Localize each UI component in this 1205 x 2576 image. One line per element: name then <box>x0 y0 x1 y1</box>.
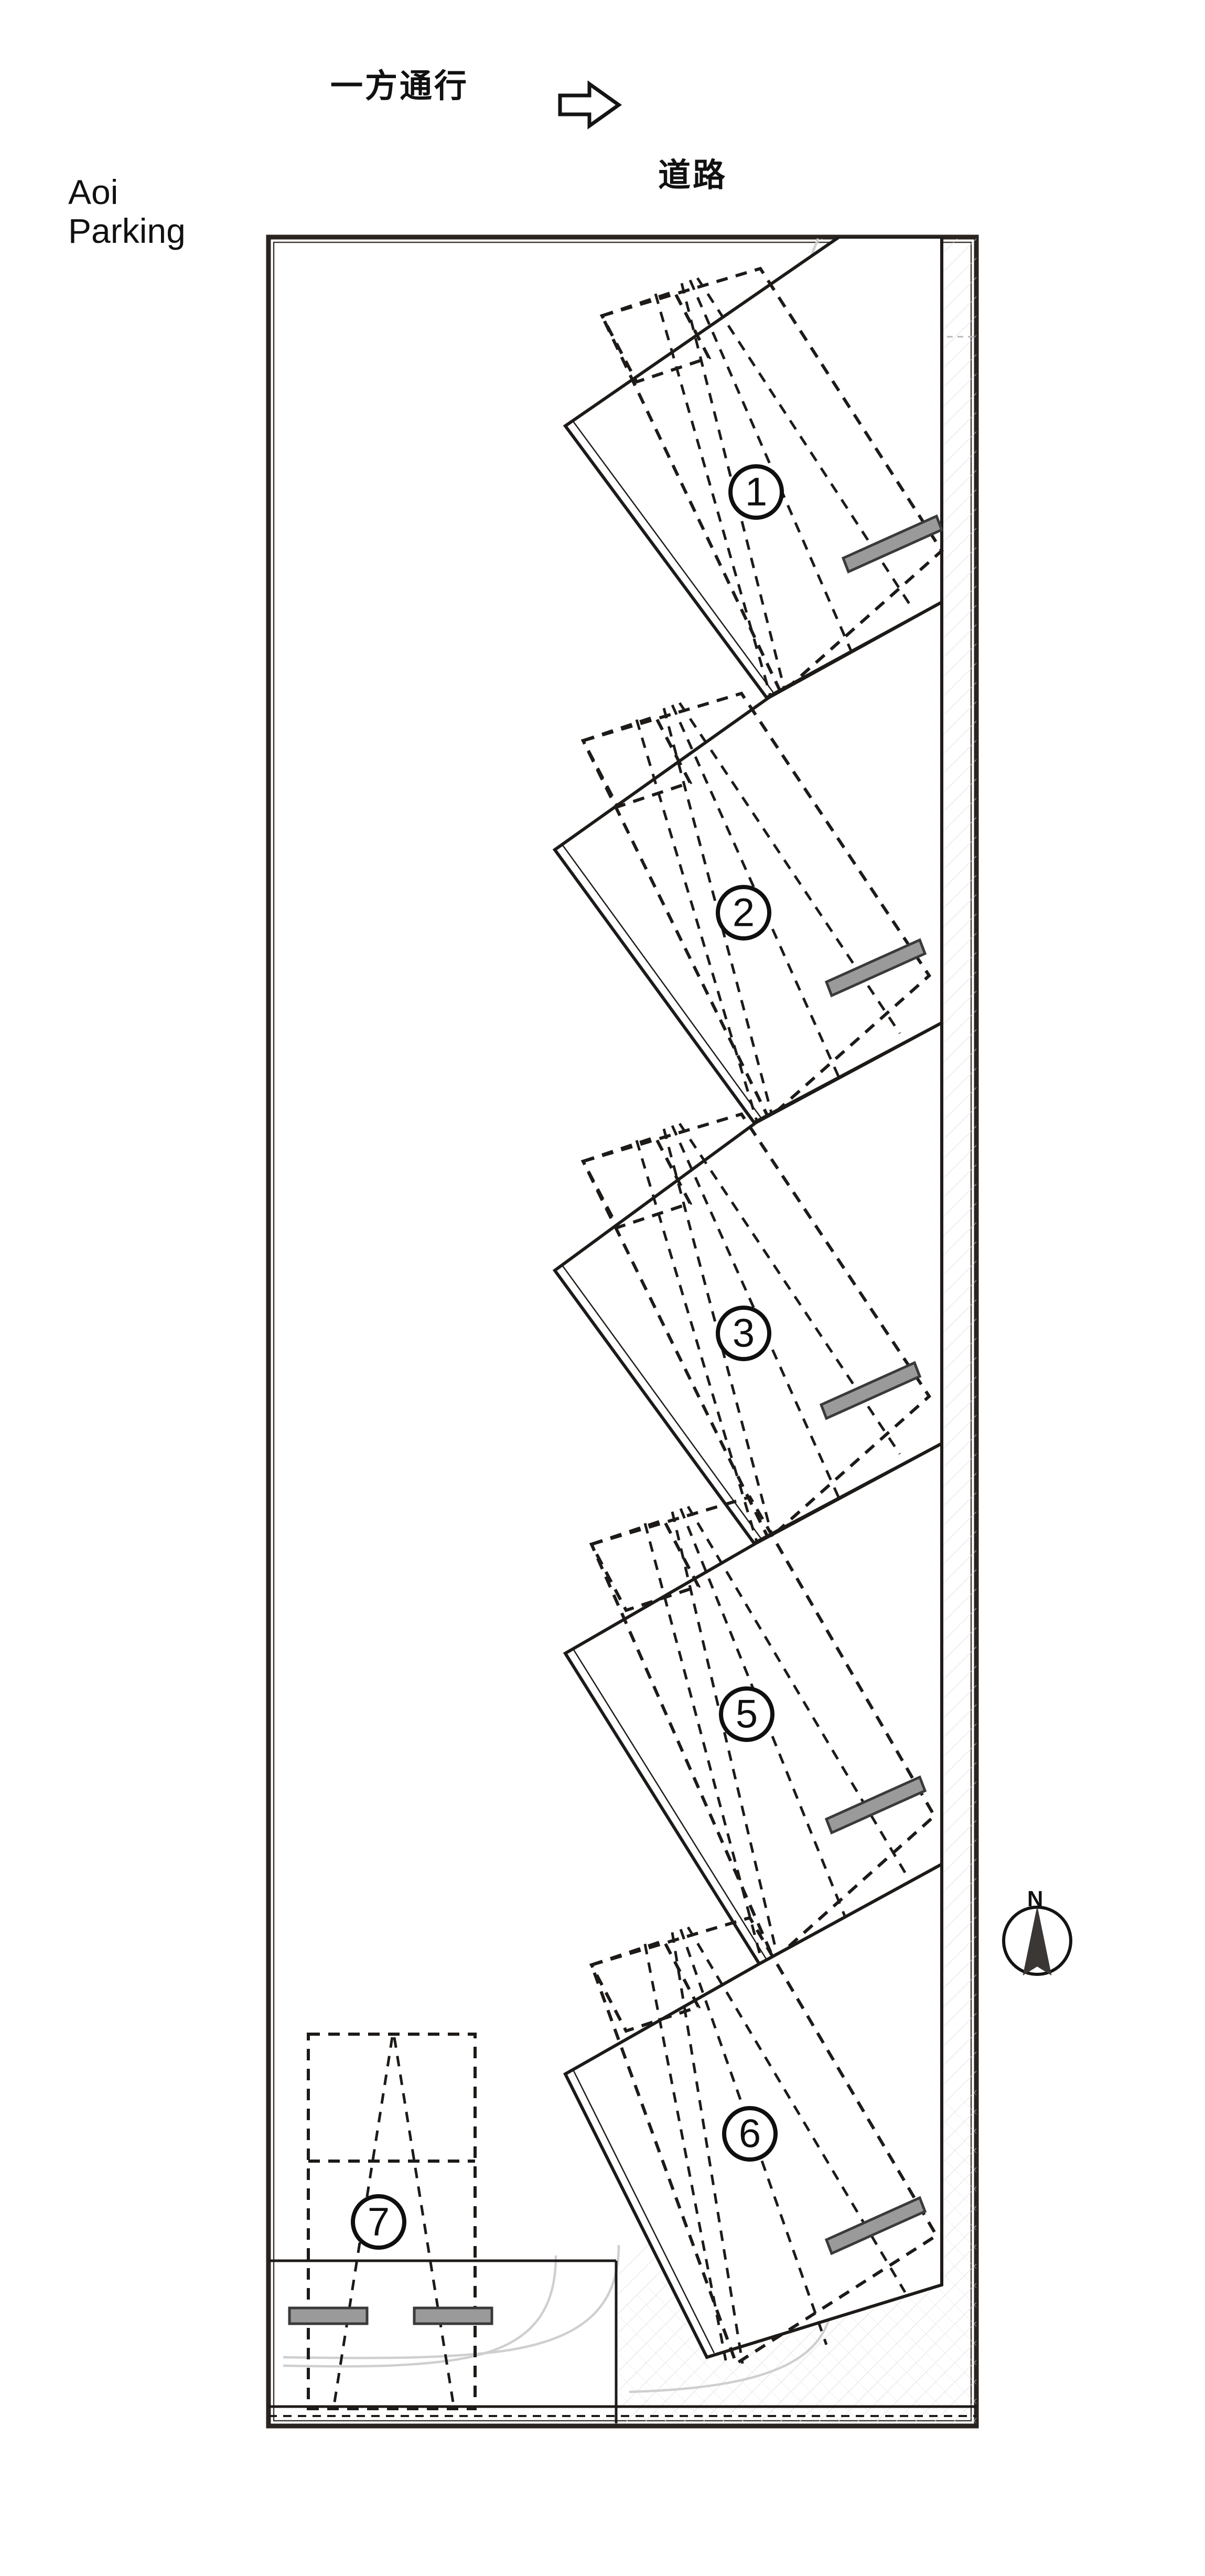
one-way-label: 一方通行 <box>330 68 469 104</box>
stall-6-wheel-stopper <box>824 2196 927 2256</box>
stall-number-7: 7 <box>351 2194 406 2250</box>
lot-interior <box>268 237 976 2423</box>
north-arrow-icon <box>1002 1906 1072 1976</box>
stall-number-1: 1 <box>728 464 784 520</box>
stall-7-wheel-stoppers <box>288 2306 493 2325</box>
svg-text:7: 7 <box>368 2200 390 2244</box>
stall-6-vehicle-outline <box>589 1916 939 2366</box>
stall-2-wheel-stopper <box>824 938 927 998</box>
stall-3-wheel-stopper <box>819 1361 922 1420</box>
right-arrow-outline-icon <box>558 80 622 130</box>
stall-1-vehicle-outline <box>599 266 944 696</box>
road-label: 道路 <box>658 157 728 194</box>
property-name-label: Aoi Parking <box>68 173 186 250</box>
stall-6-swing-lines <box>643 1926 907 2364</box>
svg-text:6: 6 <box>739 2112 761 2156</box>
internal-division-lines <box>268 2259 618 2423</box>
stall-2-vehicle-outline <box>580 691 931 1121</box>
svg-text:3: 3 <box>733 1311 755 1356</box>
stall-7-swing-lines <box>332 2037 456 2409</box>
svg-text:1: 1 <box>745 470 767 515</box>
stall-7-group[interactable] <box>288 2033 493 2410</box>
bottom-kerb <box>268 2405 976 2417</box>
svg-text:5: 5 <box>736 1692 758 1737</box>
svg-text:2: 2 <box>733 891 755 935</box>
stall-5-vehicle-outline <box>589 1495 937 1962</box>
stall-3-vehicle-outline <box>580 1112 931 1542</box>
stall-number-markers: 1 2 3 5 6 7 <box>351 464 784 2250</box>
compass-north-label: N <box>1027 1886 1043 1911</box>
stall-number-2: 2 <box>716 885 771 940</box>
stall-number-3: 3 <box>716 1306 771 1361</box>
stall-7-vehicle-outline <box>307 2033 477 2410</box>
stall-number-6: 6 <box>722 2106 778 2162</box>
stall-1-wheel-stopper <box>841 514 944 574</box>
stall-number-5: 5 <box>719 1686 774 1742</box>
stall-5-wheel-stopper <box>824 1775 927 1835</box>
